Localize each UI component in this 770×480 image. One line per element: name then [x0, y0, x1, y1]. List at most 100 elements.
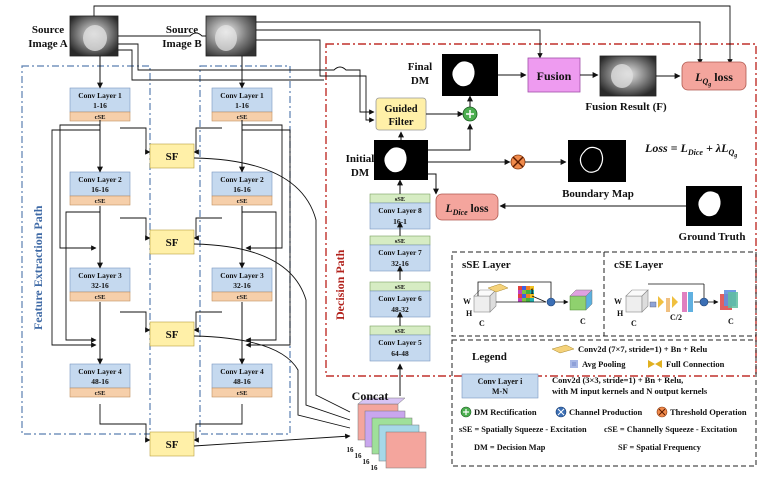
concat-dim-label: 16	[355, 452, 363, 460]
decision-layer-se: sSE	[395, 238, 405, 245]
cse-diagram	[625, 283, 738, 313]
concat-label: Concat	[352, 389, 389, 403]
conv-layer-4-conv_a	[69, 363, 131, 398]
legend-title: Legend	[472, 351, 507, 363]
conv-layer-name: Conv Layer 2	[78, 175, 122, 184]
fusion-block	[527, 57, 581, 93]
sf-box-3	[149, 321, 195, 347]
lqg-loss-block	[681, 61, 747, 91]
sse-panel-title: sSE Layer	[462, 259, 511, 271]
conv-layer-se: cSE	[237, 114, 248, 121]
conv-layer-dims: 48-16	[91, 377, 109, 386]
full-connection-icon	[648, 360, 662, 368]
fusion-label: Fusion	[537, 69, 572, 83]
decision-layer-dims: 32-16	[391, 259, 409, 268]
conv-layer-name: Conv Layer 3	[220, 271, 264, 280]
sse-w: W	[463, 297, 471, 306]
legend-full-conn: Full Connection	[666, 359, 725, 369]
sf-box-label: SF	[166, 237, 179, 249]
concat-dim-label: 16	[347, 446, 355, 454]
conv-layer-se: cSE	[95, 390, 106, 397]
feature-path-label: Feature Extraction Path	[31, 205, 45, 330]
boundary-map-image	[568, 140, 626, 182]
conv-layer-dims: 16-16	[91, 185, 109, 194]
initial-dm-label-1: Initial	[346, 153, 375, 165]
sse-c: C	[479, 319, 485, 328]
legend-dm-def: DM = Decision Map	[474, 443, 546, 452]
channel-production-legend-icon	[555, 406, 567, 418]
cse-c-out: C	[728, 317, 734, 326]
conv7-icon	[551, 344, 575, 354]
fusion-result-label: Fusion Result (F)	[585, 101, 667, 113]
ldice-loss-block	[435, 193, 499, 221]
conv-layer-2-conv_a	[69, 171, 131, 206]
dm-rect-legend-icon	[460, 406, 472, 418]
initial-dm-image	[374, 140, 428, 180]
source-a-label-2: Image A	[28, 38, 67, 50]
conv-layer-4-conv_b	[211, 363, 273, 398]
sf-box-label: SF	[166, 329, 179, 341]
sf-box-4	[149, 431, 195, 457]
sse-one: 1	[530, 287, 534, 296]
decision-layer-dims: 64-48	[391, 349, 409, 358]
decision-conv-layer-5	[369, 325, 431, 362]
legend-sf-def: SF = Spatial Frequency	[618, 443, 702, 452]
legend-sse-def: sSE = Spatially Squeeze - Excitation	[459, 425, 587, 434]
legend-cse-def: cSE = Channelly Squeeze - Excitation	[604, 425, 737, 434]
avg-pool-icon	[570, 360, 578, 368]
decision-layer-se: sSE	[395, 196, 405, 203]
source-b-label-2: Image B	[162, 38, 202, 50]
source-b-label-1: Source	[166, 24, 198, 36]
conv-layer-se: cSE	[95, 114, 106, 121]
sf-box-label: SF	[166, 151, 179, 163]
sf-box-label: SF	[166, 439, 179, 451]
legend-conv3-line2: with M input kernels and N output kernel…	[552, 386, 708, 396]
cse-c: C	[631, 319, 637, 328]
conv-layer-se: cSE	[237, 198, 248, 205]
concat-dim-label: 16	[363, 458, 371, 466]
conv-layer-name: Conv Layer 2	[220, 175, 264, 184]
threshold-legend-icon	[656, 406, 668, 418]
decision-layer-dims: 48-32	[391, 305, 409, 314]
conv-layer-se: cSE	[95, 294, 106, 301]
conv-layer-dims: 1-16	[93, 101, 107, 110]
ground-truth-label: Ground Truth	[679, 231, 746, 243]
decision-layer-name: Conv Layer 5	[378, 338, 422, 347]
conv-layer-name: Conv Layer 1	[220, 91, 264, 100]
conv-layer-name: Conv Layer 4	[220, 367, 264, 376]
ldice-loss-label: LDice loss	[445, 203, 489, 217]
source-a-label-1: Source	[32, 24, 64, 36]
conv-layer-se: cSE	[237, 294, 248, 301]
sse-c-out: C	[580, 317, 586, 326]
legend-dm-rect: DM Rectification	[474, 407, 537, 417]
decision-path-region	[325, 43, 757, 377]
concat-block	[357, 397, 427, 469]
conv-layer-se: cSE	[237, 390, 248, 397]
conv-layer-se: cSE	[95, 198, 106, 205]
conv-layer-dims: 32-16	[91, 281, 109, 290]
sf-box-2	[149, 229, 195, 255]
conv-layer-dims: 32-16	[233, 281, 251, 290]
sse-h: H	[466, 309, 473, 318]
boundary-map-label: Boundary Map	[562, 188, 634, 200]
conv-layer-dims: 48-16	[233, 377, 251, 386]
conv-layer-dims: 16-16	[233, 185, 251, 194]
fusion-result-image	[599, 55, 657, 97]
decision-layer-se: sSE	[395, 328, 405, 335]
concat-dim-label: 16	[371, 464, 379, 472]
conv-layer-3-conv_a	[69, 267, 131, 302]
cse-h: H	[617, 309, 624, 318]
legend-conv-block-dims: M-N	[492, 387, 508, 396]
conv-layer-name: Conv Layer 4	[78, 367, 122, 376]
conv-layer-1-conv_a	[69, 87, 131, 122]
conv-layer-2-conv_b	[211, 171, 273, 206]
sse-diagram	[473, 281, 593, 313]
legend-conv-block	[461, 373, 539, 399]
final-dm-image	[442, 54, 498, 96]
threshold-operation-symbol	[510, 154, 526, 170]
initial-dm-label-2: DM	[351, 167, 370, 179]
decision-layer-se: sSE	[395, 284, 405, 291]
final-dm-label-1: Final	[408, 61, 432, 73]
decision-layer-name: Conv Layer 6	[378, 294, 422, 303]
conv-layer-name: Conv Layer 3	[78, 271, 122, 280]
